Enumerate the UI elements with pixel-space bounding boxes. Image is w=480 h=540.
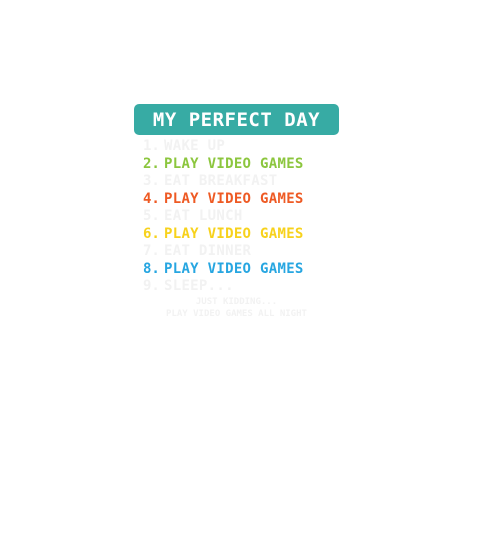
list-item-text: WAKE UP [164,138,226,154]
list-item-text: PLAY VIDEO GAMES [164,190,304,207]
list-item-text: EAT LUNCH [164,208,243,224]
list-item-text: EAT DINNER [164,243,252,259]
design-title: MY PERFECT DAY [152,108,321,131]
list-item-number: 1. [143,138,160,154]
list-item-number: 7. [143,243,160,259]
list-item: 4. PLAY VIDEO GAMES [143,191,344,209]
list-item-text: PLAY VIDEO GAMES [164,225,304,242]
list-item-text: PLAY VIDEO GAMES [164,260,304,277]
day-list: 1. WAKE UP 2. PLAY VIDEO GAMES 3. EAT BR… [134,138,344,296]
title-banner: MY PERFECT DAY [134,104,339,135]
footer-line-2: PLAY VIDEO GAMES ALL NIGHT [166,308,307,319]
list-item: 8. PLAY VIDEO GAMES [143,261,344,279]
list-item-number: 6. [143,225,160,242]
list-item: 7. EAT DINNER [143,243,344,261]
list-item: 3. EAT BREAKFAST [143,173,344,191]
list-item: 9. SLEEP... [143,278,344,296]
list-item-text: PLAY VIDEO GAMES [164,155,304,172]
list-item: 2. PLAY VIDEO GAMES [143,156,344,174]
list-item-text: EAT BREAKFAST [164,173,278,189]
my-perfect-day-design: MY PERFECT DAY 1. WAKE UP 2. PLAY VIDEO … [134,104,344,320]
list-item-number: 3. [143,173,160,189]
list-item-number: 9. [143,278,160,294]
list-item: 5. EAT LUNCH [143,208,344,226]
list-item-number: 8. [143,260,160,277]
list-item-number: 2. [143,155,160,172]
list-item-text: SLEEP... [164,278,234,294]
list-item-number: 4. [143,190,160,207]
list-item: 6. PLAY VIDEO GAMES [143,226,344,244]
list-item: 1. WAKE UP [143,138,344,156]
list-item-number: 5. [143,208,160,224]
footer-line-1: JUST KIDDING... [195,296,278,307]
